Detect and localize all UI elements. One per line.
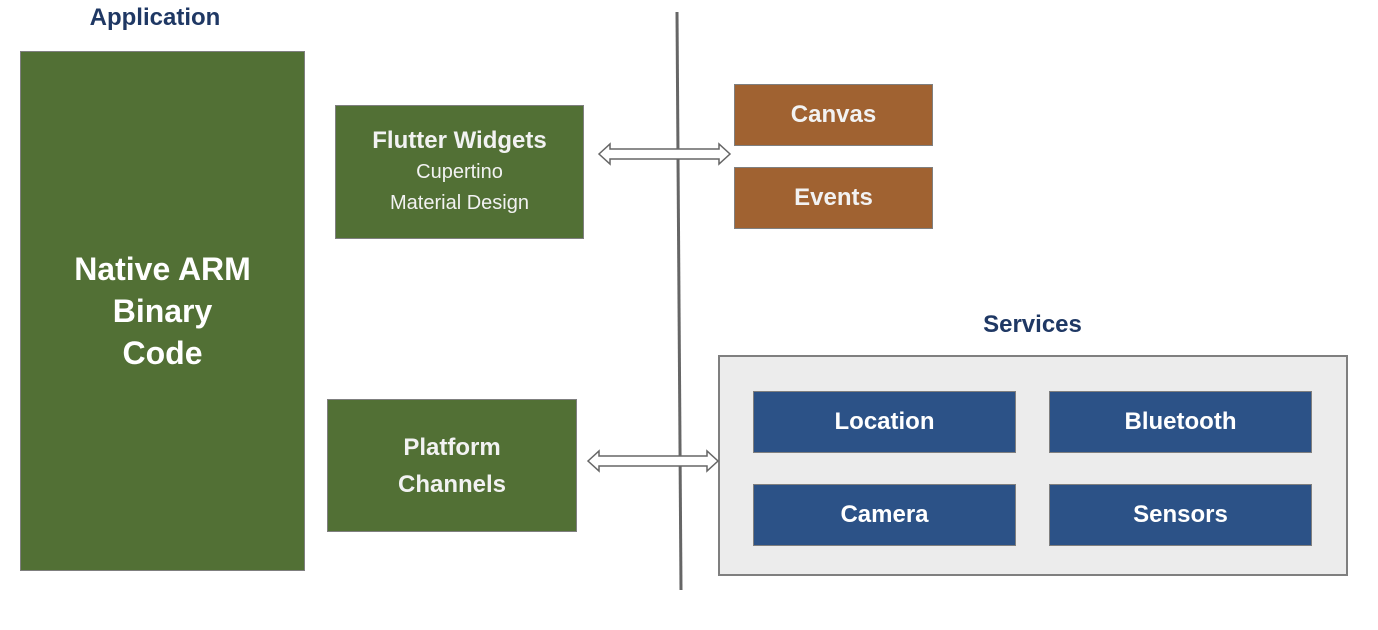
events-label: Events bbox=[794, 184, 873, 211]
native-arm-line-3: Code bbox=[122, 335, 203, 371]
bidirectional-arrow-icon bbox=[586, 449, 720, 473]
native-arm-line-1: Native ARM bbox=[74, 251, 251, 287]
canvas-label: Canvas bbox=[790, 101, 877, 128]
flutter-widgets-item-cupertino: Cupertino bbox=[416, 161, 503, 183]
boundary-divider-line bbox=[675, 11, 683, 591]
service-bluetooth: Bluetooth bbox=[1049, 391, 1312, 453]
platform-channels-line-2: Channels bbox=[397, 470, 507, 498]
flutter-widgets-title: Flutter Widgets bbox=[372, 127, 547, 154]
platform-channels-line-1: Platform bbox=[403, 433, 501, 461]
canvas-block: Canvas bbox=[734, 84, 933, 146]
service-camera-label: Camera bbox=[840, 501, 929, 528]
native-arm-binary-block: Native ARM Binary Code bbox=[20, 51, 305, 571]
service-sensors-label: Sensors bbox=[1133, 501, 1228, 528]
service-camera: Camera bbox=[753, 484, 1016, 546]
platform-channels-block: Platform Channels bbox=[327, 399, 577, 532]
service-sensors: Sensors bbox=[1049, 484, 1312, 546]
events-block: Events bbox=[734, 167, 933, 229]
service-location: Location bbox=[753, 391, 1016, 453]
service-location-label: Location bbox=[834, 408, 935, 435]
flutter-widgets-block: Flutter Widgets Cupertino Material Desig… bbox=[335, 105, 584, 239]
application-heading: Application bbox=[89, 4, 221, 31]
service-bluetooth-label: Bluetooth bbox=[1124, 408, 1237, 435]
native-arm-line-2: Binary bbox=[112, 293, 213, 329]
services-heading: Services bbox=[983, 311, 1082, 338]
flutter-widgets-item-material: Material Design bbox=[390, 192, 529, 214]
bidirectional-arrow-icon bbox=[597, 142, 732, 166]
